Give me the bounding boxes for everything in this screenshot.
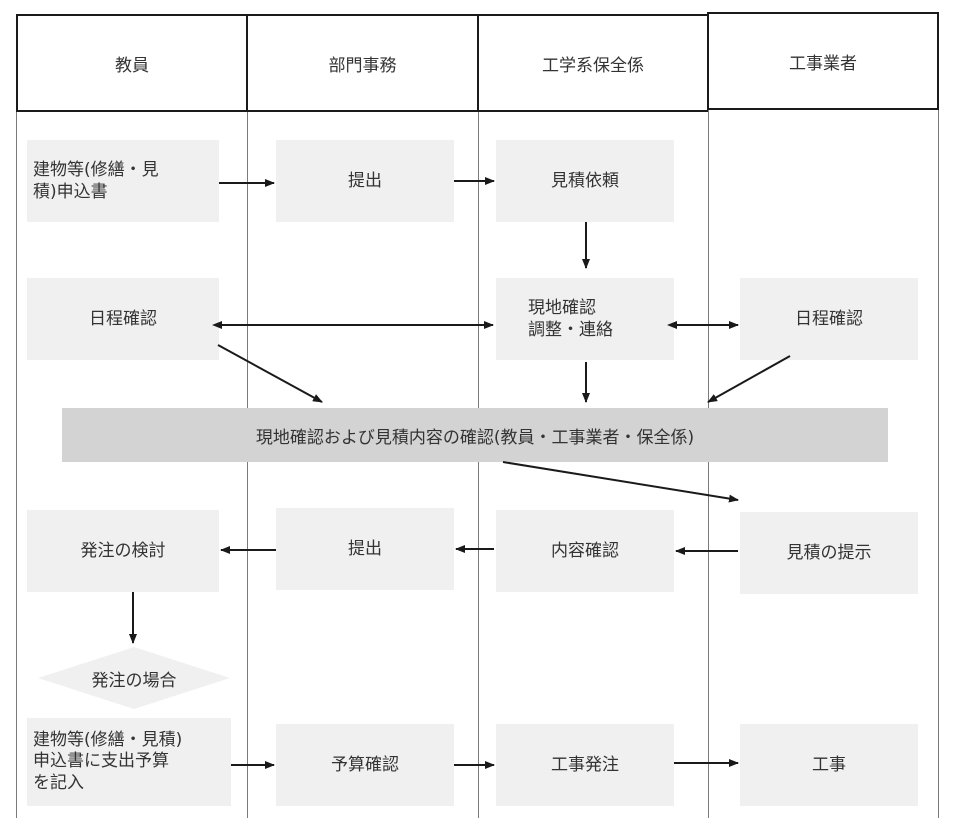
arrow-teacher-to-banner xyxy=(217,344,323,403)
budget-check-node: 予算確認 xyxy=(276,724,454,806)
construction-node: 工事 xyxy=(740,724,918,806)
order-condition-label: 発注の場合 xyxy=(91,670,177,691)
submit-node-2: 提出 xyxy=(276,508,454,590)
order-review-node: 発注の検討 xyxy=(27,510,219,592)
arrow-banner-to-estimate-presentation xyxy=(502,461,739,503)
work-order-node: 工事発注 xyxy=(496,724,674,806)
estimate-presentation-node: 見積の提示 xyxy=(740,512,918,594)
schedule-check-contractor-node: 日程確認 xyxy=(740,278,918,360)
lane-header-teacher: 教員 xyxy=(16,14,248,112)
schedule-check-teacher-node: 日程確認 xyxy=(27,278,219,360)
lane-divider xyxy=(708,110,709,818)
lane-divider xyxy=(16,112,17,818)
lane-divider xyxy=(247,112,248,818)
content-check-node: 内容確認 xyxy=(496,510,674,592)
site-check-coordination-node: 現地確認 調整・連絡 xyxy=(496,278,674,360)
lane-header-engineering-maintenance: 工学系保全係 xyxy=(477,14,709,112)
estimate-request-node: 見積依頼 xyxy=(496,140,674,222)
lane-divider xyxy=(938,110,939,818)
application-form-node: 建物等(修繕・見 積)申込書 xyxy=(27,140,219,222)
joint-confirmation-banner: 現地確認および見積内容の確認(教員・工事業者・保全係) xyxy=(62,408,888,462)
submit-node-1: 提出 xyxy=(276,140,454,222)
lane-divider xyxy=(478,112,479,818)
lane-header-department-office: 部門事務 xyxy=(246,14,479,112)
lane-header-contractor: 工事業者 xyxy=(707,12,939,110)
application-form-budget-node: 建物等(修繕・見積) 申込書に支出予算 を記入 xyxy=(27,718,231,806)
arrow-contractor-to-banner xyxy=(707,355,791,403)
